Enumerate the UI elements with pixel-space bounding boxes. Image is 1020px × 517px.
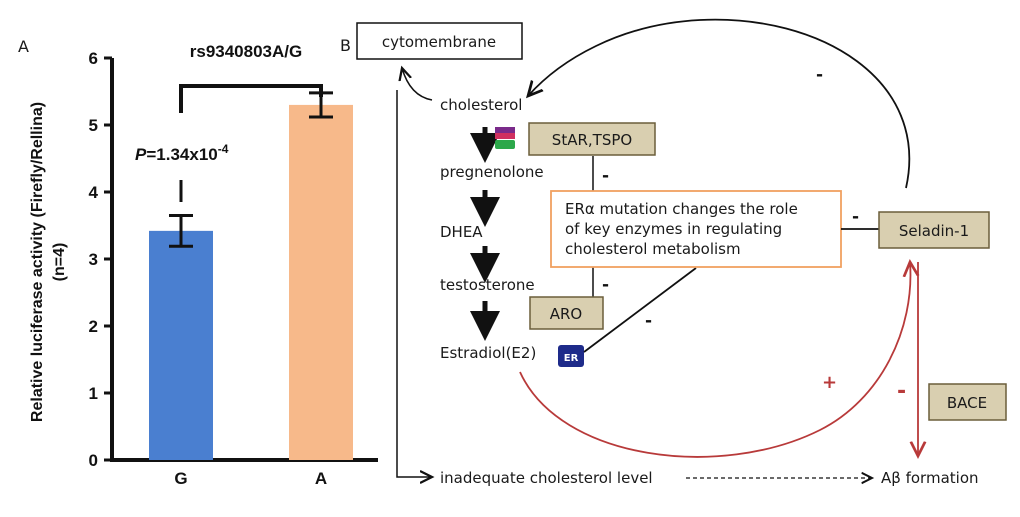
panel-label-b: B [340,36,351,55]
x-tick-label: G [174,469,187,488]
y-tick-label: 6 [89,49,98,68]
note-box [550,190,842,268]
note-line-1: ERα mutation changes the role [565,200,798,218]
note-line-3: cholesterol metabolism [565,240,741,258]
bars [149,91,353,461]
label-cholesterol: cholesterol [440,96,522,114]
cytomembrane-box [356,22,523,60]
y-tick-label: 1 [89,384,98,403]
pathway-diagram-panel: B cytomembrane - cholesterol pregnenolon… [340,18,1007,487]
plus-sign: + [822,372,837,393]
arrow-to-inadequate [396,90,432,477]
label-pregnenolone: pregnenolone [440,163,544,181]
y-ticks: 0 1 2 3 4 5 6 [89,49,112,470]
bace-box [928,383,1007,421]
protein-complex-icon [495,127,515,149]
red-minus-sign: - [897,379,906,404]
x-tick-label: A [315,469,327,488]
aro-box [529,296,604,330]
bar-G [149,230,213,460]
y-tick-label: 0 [89,451,98,470]
y-axis-label-line1: Relative luciferase activity (Firefly/Re… [29,102,46,422]
label-estradiol: Estradiol(E2) [440,344,536,362]
er-badge-label: ER [564,353,579,364]
aro-label: ARO [550,305,583,323]
minus-sign-er: - [645,311,652,331]
line-er-to-note [583,267,697,353]
label-testosterone: testosterone [440,276,535,294]
y-tick-label: 5 [89,116,98,135]
y-tick-label: 4 [89,183,99,202]
note-line-2: of key enzymes in regulating [565,220,782,238]
label-dhea: DHEA [440,223,483,241]
bace-label: BACE [947,394,987,412]
y-axis-title: Relative luciferase activity (Firefly/Re… [29,102,68,422]
minus-sign-arc: - [816,65,823,85]
label-abeta: Aβ formation [881,469,979,487]
minus-sign-star: - [602,166,609,186]
p-value-text: P=1.34x10-4 [135,142,229,164]
red-arc-estradiol-to-seladin [519,262,910,458]
panel-label-a: A [18,37,29,56]
minus-sign-seladin: - [852,207,859,227]
label-inadequate: inadequate cholesterol level [440,469,653,487]
star-tspo-label: StAR,TSPO [552,131,632,149]
y-tick-label: 3 [89,250,98,269]
y-axis-label-line2: (n=4) [51,243,68,282]
arc-seladin-to-cholesterol [528,18,911,189]
arrow-cholesterol-to-membrane [402,68,433,101]
seladin-label: Seladin-1 [899,222,969,240]
minus-sign-aro: - [602,275,609,295]
chart-title: rs9340803A/G [190,42,302,61]
cytomembrane-label: cytomembrane [382,33,496,51]
error-bar-G [169,213,193,248]
significance-bracket [179,84,323,113]
y-tick-label: 2 [89,317,98,336]
star-tspo-box [528,122,656,156]
er-badge [558,345,584,367]
bar-chart-panel: A rs9340803A/G Relative luciferase activ… [18,37,378,488]
bar-A [289,104,353,461]
seladin-box [878,211,990,249]
